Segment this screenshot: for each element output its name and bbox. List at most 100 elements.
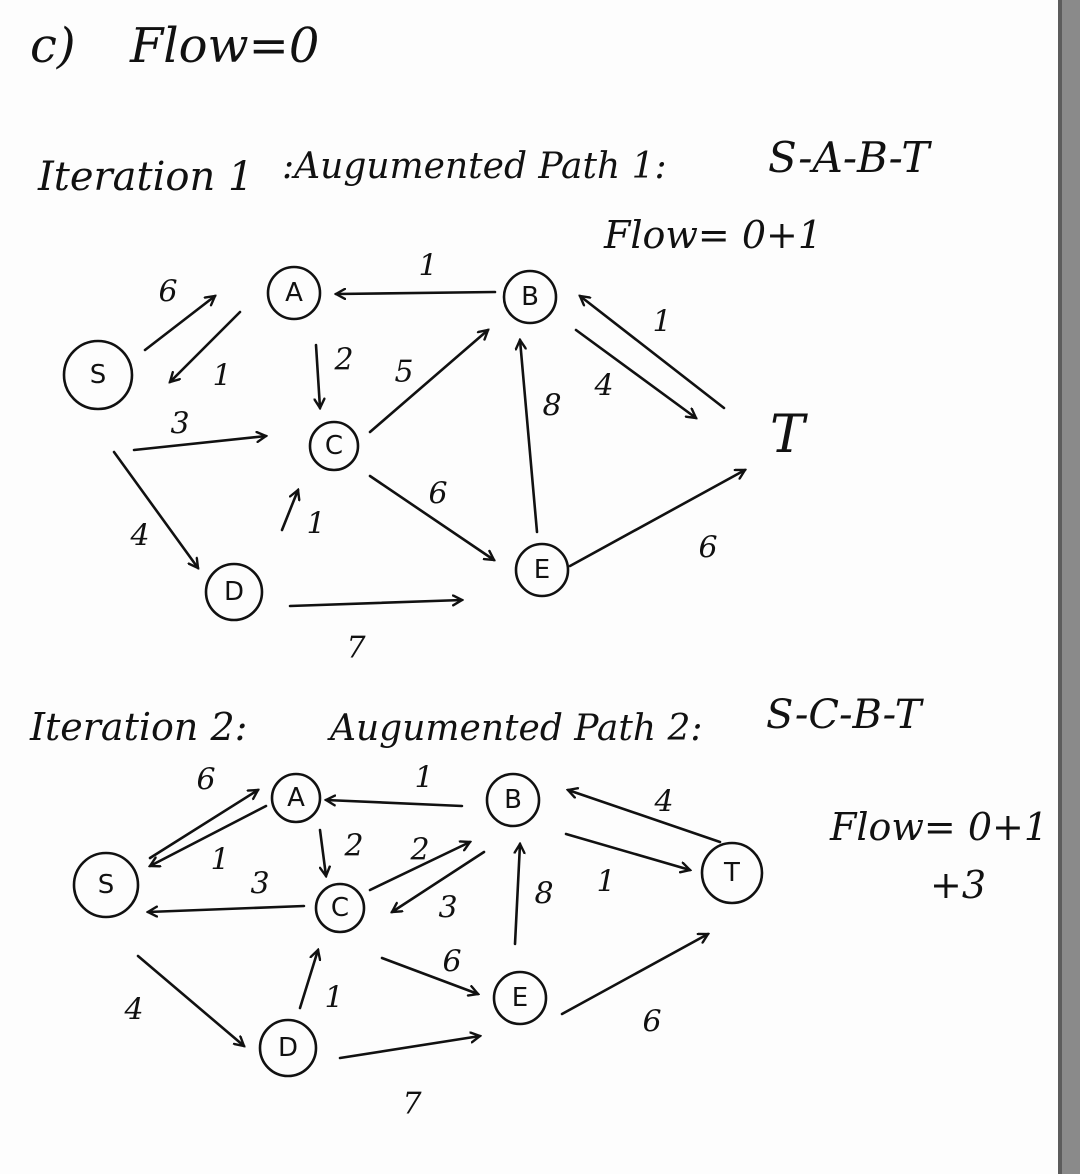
- edge-s-c: [132, 436, 266, 452]
- iteration2-flow-line2: +3: [930, 863, 986, 907]
- edge-c-e: [368, 474, 494, 560]
- edge-t-b: [568, 790, 722, 844]
- edge-b-t: [564, 832, 690, 870]
- edge-label: 3: [438, 891, 457, 926]
- edge-label: 1: [324, 981, 343, 1016]
- edge-b-c: [392, 850, 486, 912]
- svg-text:A: A: [285, 278, 303, 308]
- edge-d-c: [280, 490, 298, 532]
- edge-e-b: [520, 340, 539, 534]
- svg-text:A: A: [287, 783, 305, 813]
- edge-d-e: [338, 1036, 480, 1060]
- edge-label: 5: [394, 355, 413, 390]
- edge-label: 1: [210, 843, 229, 878]
- svg-text:E: E: [512, 983, 528, 1013]
- svg-text:B: B: [521, 282, 539, 312]
- edge-label: 2: [333, 343, 353, 378]
- edge-e-b: [515, 844, 520, 946]
- edge-label: 2: [409, 833, 429, 868]
- edge-label: 4: [593, 369, 613, 404]
- edge-label: 8: [534, 877, 553, 912]
- iteration1-title: Iteration 1: [37, 154, 253, 200]
- initial-flow-text: Flow=0: [129, 18, 319, 74]
- page-edge-shadow: [1058, 0, 1080, 1174]
- edge-e-t: [560, 932, 708, 1016]
- svg-text:T: T: [770, 405, 808, 465]
- svg-text:S: S: [98, 870, 115, 900]
- edge-label: 3: [250, 867, 269, 902]
- node-b: B: [502, 269, 558, 325]
- svg-text:C: C: [325, 431, 343, 461]
- node-a: A: [270, 772, 322, 824]
- edge-a-s: [170, 310, 242, 382]
- svg-text:D: D: [278, 1033, 298, 1063]
- edge-b-a: [326, 800, 464, 808]
- edge-label: 3: [170, 407, 189, 442]
- svg-text:C: C: [331, 893, 349, 923]
- edge-label: 4: [129, 519, 149, 554]
- iteration2-path: S-C-B-T: [766, 692, 925, 738]
- edge-label: 7: [402, 1087, 422, 1122]
- svg-text:S: S: [90, 360, 107, 390]
- node-t: T: [700, 841, 764, 905]
- node-s: S: [72, 851, 140, 919]
- edge-label: 1: [414, 761, 433, 796]
- edge-c-e: [380, 956, 478, 994]
- edge-b-t: [574, 328, 696, 418]
- edge-a-c: [316, 343, 320, 408]
- edge-label: 2: [343, 829, 363, 864]
- edge-label: 7: [346, 631, 366, 666]
- edge-label: 4: [123, 993, 143, 1028]
- node-c: C: [314, 882, 366, 934]
- node-d: D: [204, 562, 264, 622]
- iteration2-title: Iteration 2:: [29, 705, 247, 749]
- edge-label: 1: [418, 249, 437, 284]
- edge-label: 1: [652, 305, 671, 340]
- edge-label: 6: [642, 1005, 661, 1040]
- edge-label: 6: [442, 945, 461, 980]
- edge-label: 1: [596, 865, 615, 900]
- node-b: B: [485, 772, 541, 828]
- edge-s-a: [143, 296, 215, 352]
- node-t: T: [770, 405, 808, 465]
- edge-d-e: [288, 600, 462, 608]
- edge-label: 6: [158, 275, 177, 310]
- iteration1-flow: Flow= 0+1: [603, 213, 822, 257]
- edge-d-c: [298, 950, 318, 1010]
- edge-s-a: [148, 790, 258, 860]
- edge-a-s: [150, 804, 268, 866]
- node-e: E: [514, 542, 570, 598]
- iteration2-flow-line1: Flow= 0+1: [829, 805, 1048, 849]
- node-e: E: [492, 970, 548, 1026]
- edge-label: 6: [428, 477, 447, 512]
- part-label: c): [30, 18, 76, 74]
- iteration1-graph: S A B C D E T 6 1 1 2 5 3 4 1 6 7 8 4 1: [62, 249, 808, 666]
- edge-label: 8: [542, 389, 561, 424]
- edge-label: 1: [306, 507, 325, 542]
- edge-s-d: [112, 450, 198, 568]
- svg-text:D: D: [224, 577, 244, 607]
- edge-label: 1: [212, 359, 231, 394]
- node-d: D: [258, 1018, 318, 1078]
- edge-a-c: [318, 828, 326, 876]
- iteration1-path-label: :Augumented Path 1:: [282, 146, 667, 187]
- edge-c-b: [368, 330, 488, 434]
- svg-text:E: E: [534, 555, 550, 585]
- edge-label: 6: [698, 531, 717, 566]
- svg-text:B: B: [504, 785, 522, 815]
- edge-c-s: [148, 904, 306, 912]
- edge-s-d: [136, 954, 244, 1046]
- iteration2-graph: S A B C D E T 6 1 1 2 3 2 3 4 1 8 1 6: [72, 761, 764, 1122]
- edge-label: 6: [196, 763, 215, 798]
- edge-c-b: [368, 842, 470, 892]
- edge-e-t: [568, 468, 745, 568]
- node-a: A: [266, 265, 322, 321]
- node-c: C: [308, 420, 360, 472]
- edge-label: 4: [653, 785, 673, 820]
- node-s: S: [62, 339, 134, 411]
- edge-b-a: [336, 292, 497, 294]
- iteration1-path: S-A-B-T: [768, 133, 932, 182]
- svg-text:T: T: [723, 858, 740, 888]
